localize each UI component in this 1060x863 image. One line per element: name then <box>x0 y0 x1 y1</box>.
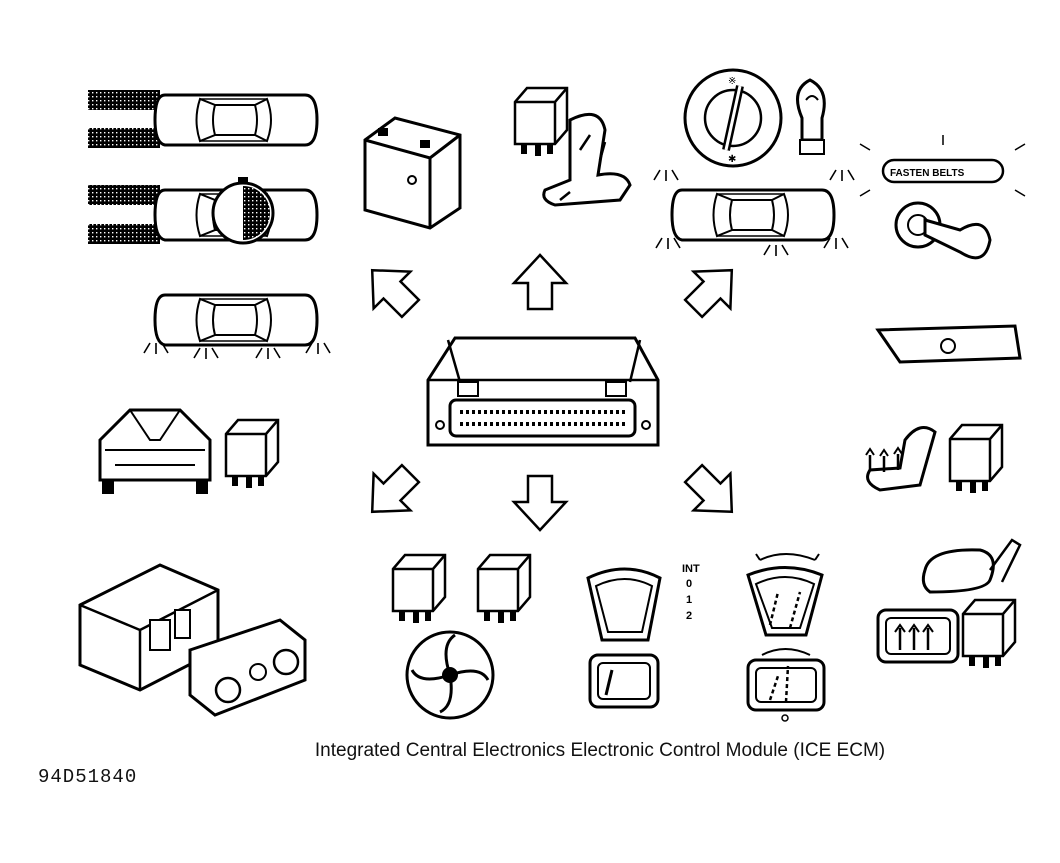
wiper-1-label: 1 <box>686 594 692 606</box>
seat-relay-icon <box>513 86 569 158</box>
arrow-down-left <box>352 453 431 532</box>
ecm-module-icon <box>426 336 660 447</box>
wiper-0-label: 0 <box>686 578 692 590</box>
bulb-icon <box>796 78 826 155</box>
arrow-down <box>512 474 568 532</box>
side-mirror-icon <box>921 538 1022 594</box>
fasten-belts-warning-icon: FASTEN BELTS <box>859 135 1026 197</box>
seat-heater-relay-icon <box>948 423 1004 495</box>
heated-seat-icon <box>865 426 937 492</box>
diagram-caption: Integrated Central Electronics Electroni… <box>314 740 886 761</box>
rear-wiper-sweep-icon <box>746 648 826 722</box>
heater-control-icon <box>188 618 307 717</box>
climate-control-panel-icon <box>78 563 220 692</box>
arrow-up-right <box>673 250 752 329</box>
car-rear-icon <box>98 408 212 494</box>
svg-text:✱: ✱ <box>728 154 736 165</box>
battery-icon <box>363 116 462 230</box>
power-seat-icon <box>542 112 632 207</box>
rear-relay-icon <box>224 418 280 490</box>
flashing-car-icon <box>143 293 331 360</box>
headlight-switch-icon: ※ ✱ <box>683 68 783 168</box>
hazard-car-icon <box>653 169 855 257</box>
wiper-int-label: INT <box>682 563 700 575</box>
rear-defroster-icon <box>876 608 960 664</box>
wiper-modes-label: INT 0 1 2 <box>682 563 700 622</box>
arrow-down-right <box>673 453 752 532</box>
door-switch-icon <box>875 324 1022 364</box>
timer-car-icon <box>88 177 319 245</box>
figure-id: 94D51840 <box>38 766 138 788</box>
wiper-sweep-icon <box>746 553 824 637</box>
cooling-fan-icon <box>405 630 495 720</box>
front-wiper-icon <box>586 567 662 642</box>
fan-relay-2-icon <box>476 553 532 625</box>
ignition-key-icon <box>894 201 992 260</box>
arrow-up <box>512 253 568 311</box>
wiper-2-label: 2 <box>686 610 692 622</box>
arrow-up-left <box>352 250 431 329</box>
defroster-relay-icon <box>961 598 1017 670</box>
svg-text:※: ※ <box>728 76 736 87</box>
fasten-belts-label: FASTEN BELTS <box>890 168 965 179</box>
fan-relay-1-icon <box>391 553 447 625</box>
rear-wiper-icon <box>588 653 660 709</box>
headlight-car-icon <box>88 90 319 148</box>
